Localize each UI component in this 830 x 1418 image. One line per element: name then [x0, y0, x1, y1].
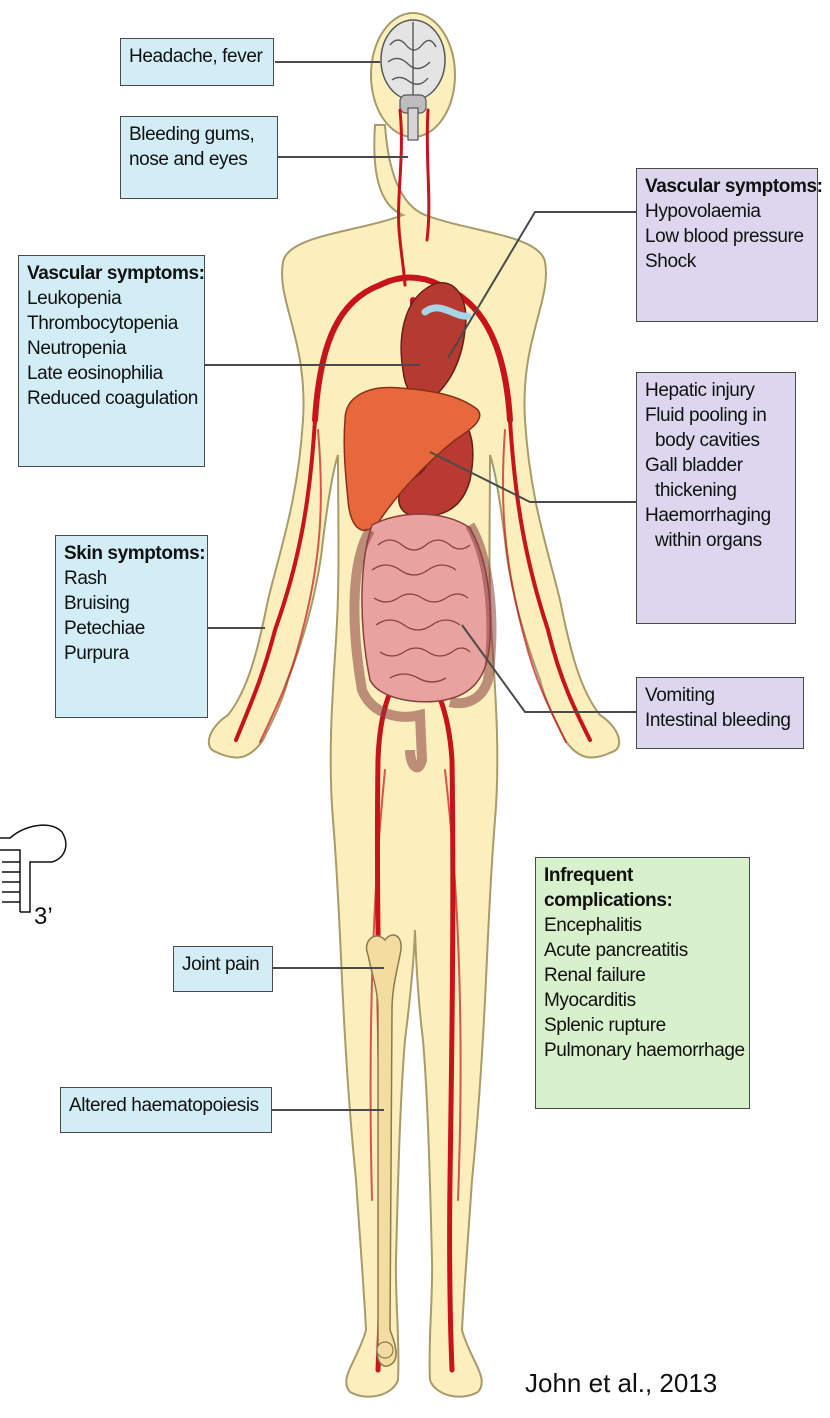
hepatic-item: thickening [645, 478, 787, 503]
hepatic-item: within organs [645, 528, 787, 553]
infrequent-item: Myocarditis [544, 988, 741, 1013]
rna-fragment-label: 3’ [34, 903, 53, 931]
skin-item: Petechiae [64, 616, 199, 641]
vomiting-item: Vomiting [645, 683, 795, 708]
vascular-left-item: Late eosinophilia [27, 361, 196, 386]
hepatic-item: Haemorrhaging [645, 503, 787, 528]
skin-item: Rash [64, 566, 199, 591]
infrequent-item: Acute pancreatitis [544, 938, 741, 963]
vascular-left-heading: Vascular symptoms: [27, 261, 196, 286]
label-hepatic: Hepatic injury Fluid pooling in body cav… [636, 372, 796, 624]
infrequent-heading-line-2: complications: [544, 888, 741, 913]
hepatic-item: Fluid pooling in [645, 403, 787, 428]
joint-pain-text: Joint pain [182, 952, 264, 977]
label-skin-symptoms: Skin symptoms: Rash Bruising Petechiae P… [55, 535, 208, 718]
label-altered-haematopoiesis: Altered haematopoiesis [60, 1087, 272, 1133]
vascular-right-item: Hypovolaemia [645, 199, 809, 224]
vascular-left-item: Leukopenia [27, 286, 196, 311]
label-vascular-symptoms-left: Vascular symptoms: Leukopenia Thrombocyt… [18, 255, 205, 467]
hepatic-item: Gall bladder [645, 453, 787, 478]
infrequent-item: Encephalitis [544, 913, 741, 938]
label-vomiting: Vomiting Intestinal bleeding [636, 677, 804, 749]
vascular-right-item: Shock [645, 249, 809, 274]
infrequent-item: Renal failure [544, 963, 741, 988]
vascular-left-item: Thrombocytopenia [27, 311, 196, 336]
hepatic-item: Hepatic injury [645, 378, 787, 403]
label-bleeding-line-1: Bleeding gums, [129, 122, 269, 147]
vascular-right-item: Low blood pressure [645, 224, 809, 249]
citation: John et al., 2013 [525, 1368, 717, 1399]
label-joint-pain: Joint pain [173, 946, 273, 992]
infrequent-heading-line-1: Infrequent [544, 863, 741, 888]
hepatic-item: body cavities [645, 428, 787, 453]
label-headache-fever-text: Headache, fever [129, 44, 265, 69]
label-vascular-symptoms-right: Vascular symptoms: Hypovolaemia Low bloo… [636, 168, 818, 322]
skin-heading: Skin symptoms: [64, 541, 199, 566]
infrequent-item: Pulmonary haemorrhage [544, 1038, 741, 1063]
body-silhouette [209, 13, 619, 1397]
vomiting-item: Intestinal bleeding [645, 708, 795, 733]
label-infrequent-complications: Infrequent complications: Encephalitis A… [535, 857, 750, 1109]
infrequent-item: Splenic rupture [544, 1013, 741, 1038]
haematopoiesis-text: Altered haematopoiesis [69, 1093, 263, 1118]
label-bleeding: Bleeding gums, nose and eyes [120, 116, 278, 199]
skin-item: Bruising [64, 591, 199, 616]
label-bleeding-line-2: nose and eyes [129, 147, 269, 172]
vascular-left-item: Reduced coagulation [27, 386, 196, 411]
label-headache-fever: Headache, fever [120, 38, 274, 86]
skin-item: Purpura [64, 641, 199, 666]
vascular-right-heading: Vascular symptoms: [645, 174, 809, 199]
rna-stem-loop-fragment [0, 825, 66, 912]
vascular-left-item: Neutropenia [27, 336, 196, 361]
